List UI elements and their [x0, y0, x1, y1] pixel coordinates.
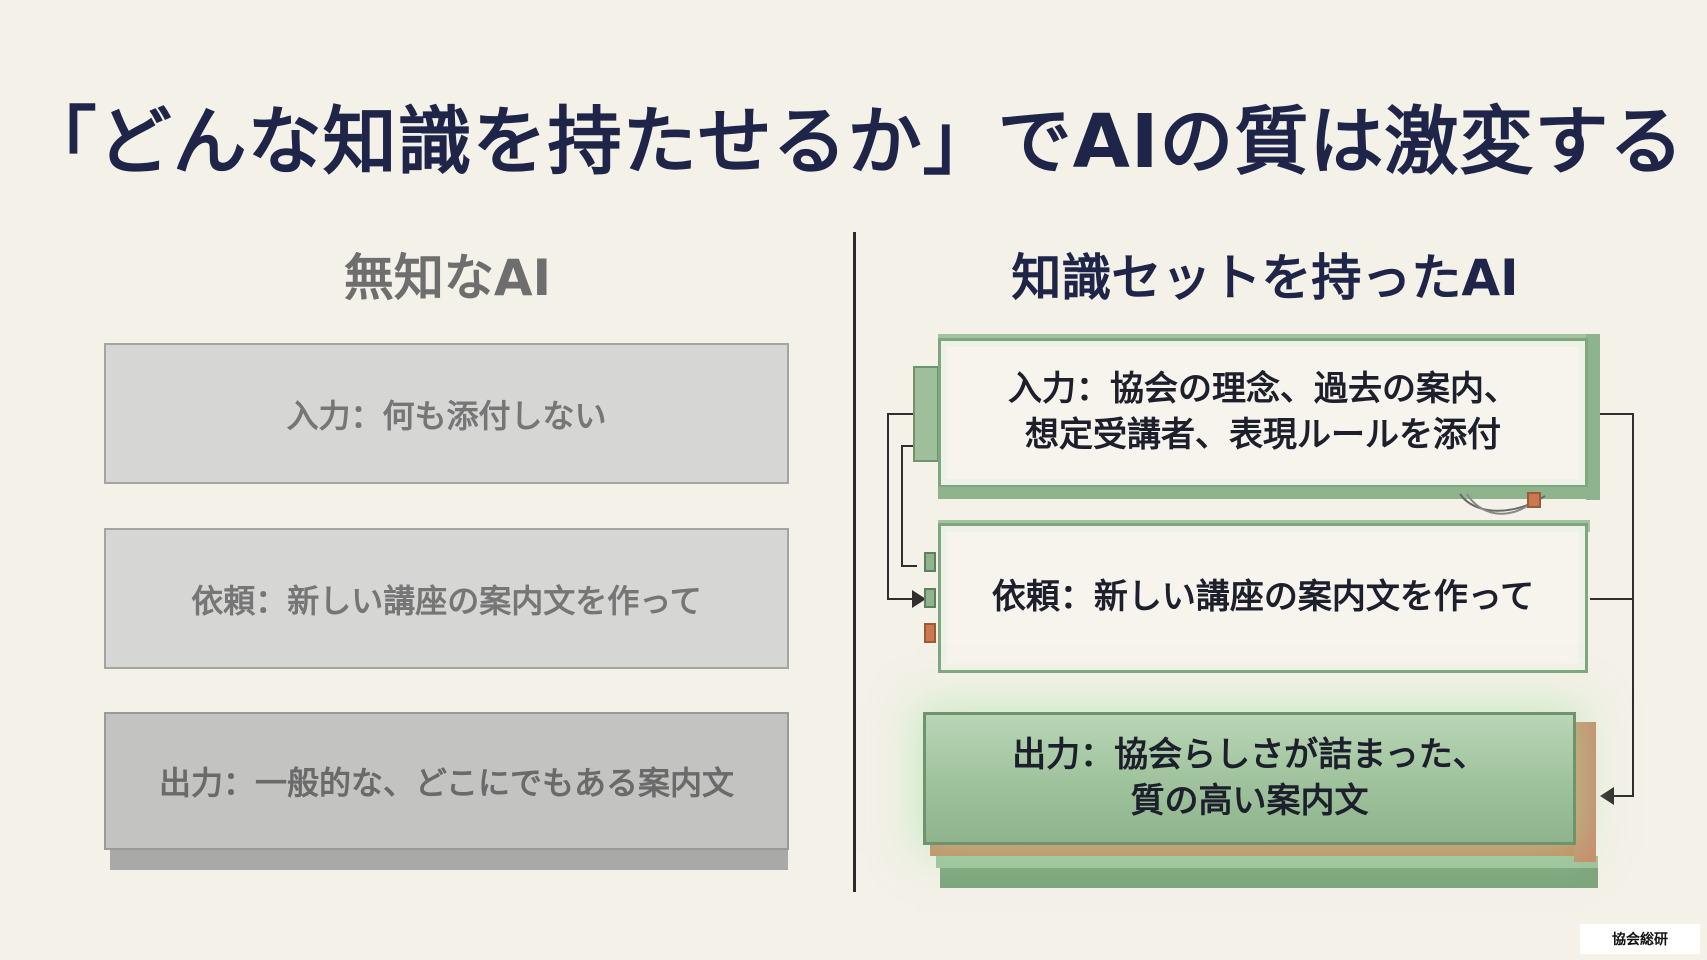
right-column-heading: 知識セットを持ったAI: [1011, 249, 1519, 307]
column-divider: [853, 232, 856, 892]
request-box-port: [924, 623, 936, 643]
left-output-box: 出力：一般的な、どこにでもある案内文: [104, 712, 789, 850]
connector-line: [887, 598, 917, 600]
right-request-text: 依頼：新しい講座の案内文を作って: [991, 577, 1535, 618]
connector-line: [901, 565, 917, 567]
connector-line: [1600, 413, 1634, 415]
right-output-text-line2: 質の高い案内文: [1130, 780, 1369, 821]
output-box-layer: [936, 856, 1598, 868]
left-output-base: [110, 850, 788, 870]
right-output-box: 出力：協会らしさが詰まった、 質の高い案内文: [923, 712, 1576, 845]
input-box-side-edge: [1586, 334, 1600, 500]
request-box-port: [924, 588, 936, 608]
page-title: 「どんな知識を持たせるか」でAIの質は激変する: [22, 99, 1685, 185]
right-input-box: 入力：協会の理念、過去の案内、 想定受講者、表現ルールを添付: [938, 338, 1588, 488]
right-output-text-line1: 出力：協会らしさが詰まった、: [1012, 734, 1487, 775]
right-input-text-line2: 想定受講者、表現ルールを添付: [1025, 415, 1501, 455]
input-box-bottom-edge: [938, 487, 1598, 499]
left-request-box: 依頼：新しい講座の案内文を作って: [104, 528, 789, 669]
left-output-text: 出力：一般的な、どこにでもある案内文: [158, 764, 735, 802]
left-column-heading: 無知なAI: [343, 249, 552, 307]
right-request-box: 依頼：新しい講座の案内文を作って: [938, 523, 1588, 673]
connector-line: [887, 413, 915, 415]
connector-line: [901, 445, 903, 567]
connector-line: [1590, 598, 1634, 600]
request-box-port: [924, 552, 936, 572]
connector-line: [887, 413, 889, 600]
output-box-layer: [930, 845, 1596, 856]
arrow-right-icon: [912, 590, 926, 608]
input-box-tab: [913, 366, 939, 462]
right-input-text-line1: 入力：協会の理念、過去の案内、: [1008, 369, 1518, 410]
connector-line: [1612, 795, 1634, 797]
output-box-layer: [940, 868, 1598, 888]
arrow-left-icon: [1600, 787, 1614, 805]
left-input-box: 入力：何も添付しない: [104, 343, 789, 484]
connector-line: [1632, 413, 1634, 797]
left-input-text: 入力：何も添付しない: [286, 396, 607, 435]
output-box-side-edge: [1574, 722, 1596, 862]
left-request-text: 依頼：新しい講座の案内文を作って: [191, 581, 702, 620]
connector-line: [901, 445, 913, 447]
brand-logo: 協会総研: [1580, 924, 1700, 954]
input-box-port: [1527, 492, 1541, 508]
